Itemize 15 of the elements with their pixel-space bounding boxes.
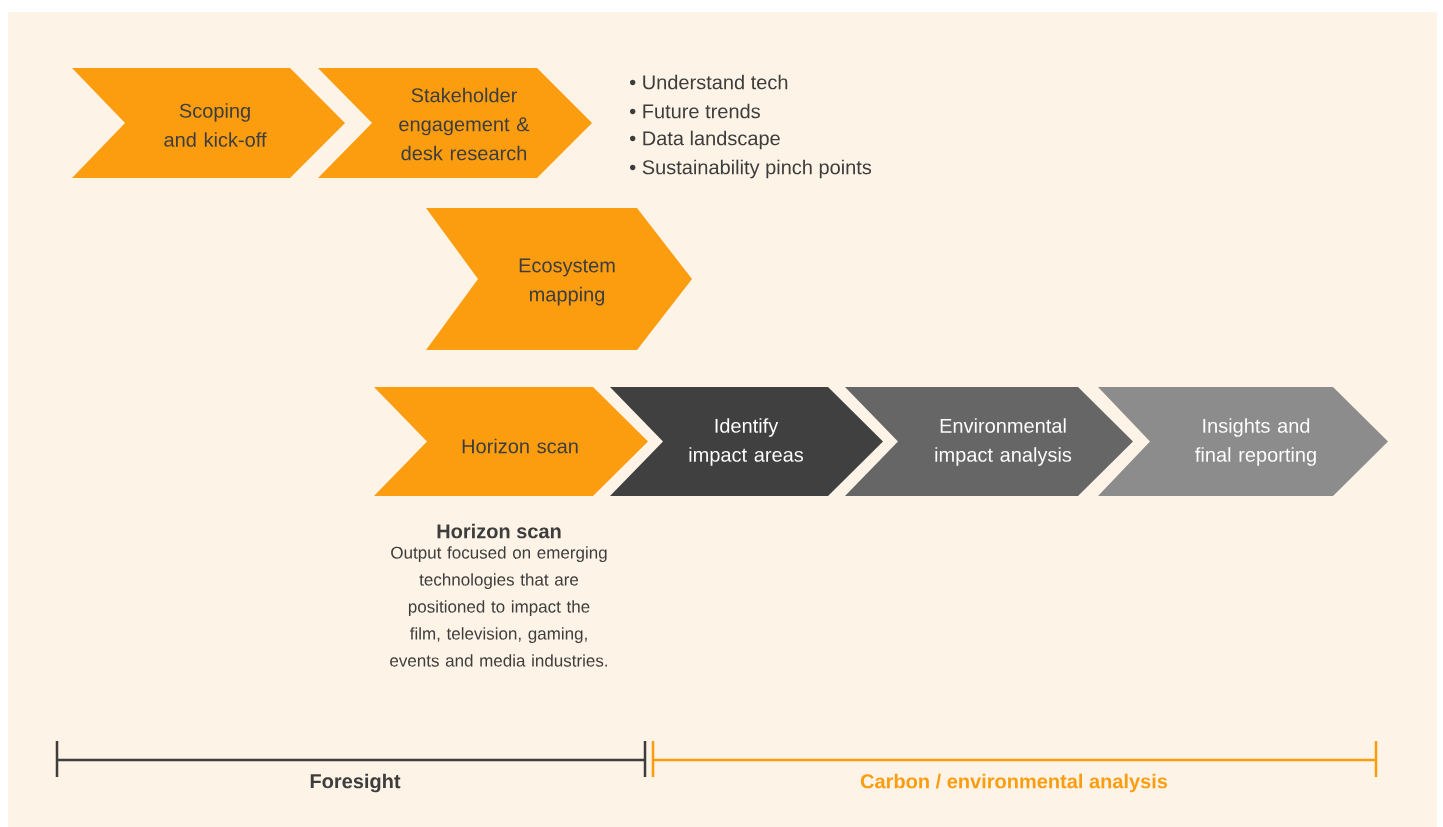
chevron-step: Scoping and kick-off: [72, 68, 345, 178]
chevron-step: Environmental impact analysis: [845, 387, 1133, 496]
chevron-step: Stakeholder engagement & desk research: [318, 68, 592, 178]
chevron-step: Horizon scan: [374, 387, 648, 496]
description-heading: Horizon scan: [437, 523, 561, 539]
bullet-item: • Future trends: [630, 103, 760, 119]
chevron-step: Ecosystem mapping: [426, 208, 692, 350]
bullet-item: • Sustainability pinch points: [630, 159, 872, 179]
phase-label: Foresight: [310, 773, 401, 793]
bullet-item: • Data landscape: [630, 130, 780, 150]
phase-label: Carbon / environmental analysis: [860, 773, 1168, 793]
chevron-step: Insights and final reporting: [1098, 387, 1388, 496]
description-text: Output focused on emerging technologies that are positioned to impact the film, television, gaming, events and media industries.: [390, 546, 607, 667]
chevron-step: Identify impact areas: [610, 387, 883, 496]
bullet-item: • Understand tech: [630, 74, 788, 90]
